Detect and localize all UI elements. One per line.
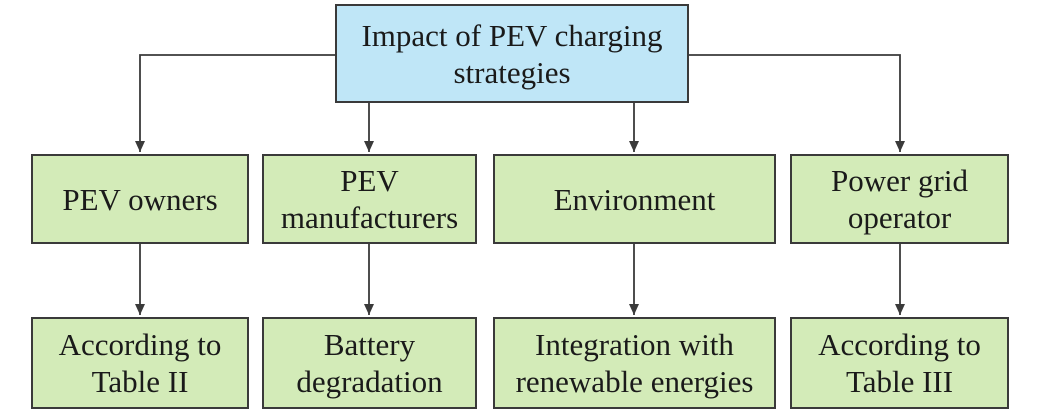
node-pev-manufacturers: PEV manufacturers: [262, 154, 477, 244]
connector-root-to-power-grid-operator: [689, 54, 905, 152]
root-node-impact-of-pev-charging: Impact of PEV charging strategies: [335, 4, 689, 103]
node-integration-with-renewables: Integration with renewable energies: [493, 317, 776, 409]
node-environment: Environment: [493, 154, 776, 244]
node-pev-owners: PEV owners: [31, 154, 249, 244]
node-power-grid-operator: Power grid operator: [790, 154, 1009, 244]
node-battery-degradation: Battery degradation: [262, 317, 477, 409]
connector-root-to-pev-owners: [135, 54, 335, 152]
node-according-to-table-ii: According to Table II: [31, 317, 249, 409]
node-according-to-table-iii: According to Table III: [790, 317, 1009, 409]
